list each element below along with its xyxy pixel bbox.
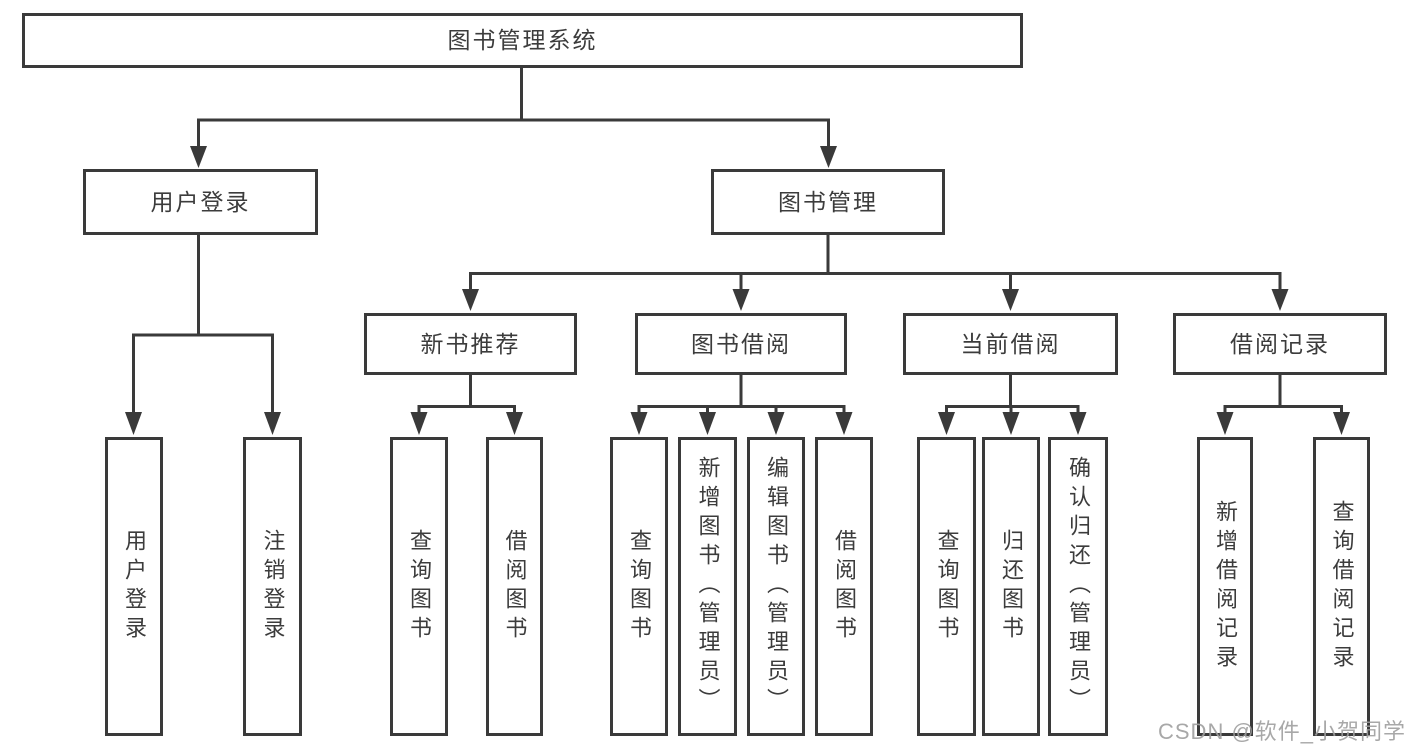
connector-new-book-recommend-children	[417, 375, 516, 413]
connector-book-borrowing-children	[637, 375, 846, 413]
csdn-watermark: CSDN @软件_小贺同学	[1158, 719, 1405, 744]
leaf-bb-borrow-book: 借阅图书	[815, 437, 873, 736]
leaf-bb-edit-book: 编辑图书（管理员）	[747, 437, 805, 736]
leaf-cb-confirm-return: 确认归还（管理员）	[1048, 437, 1108, 736]
arrowheads	[125, 146, 1350, 435]
connector-book-management-children	[469, 235, 1282, 290]
leaf-br-add-record-label: 新增借阅记录	[1213, 499, 1238, 674]
leaf-nb-query-book-label: 查询图书	[407, 528, 432, 645]
connector-borrowing-records-children	[1223, 375, 1343, 413]
node-new-book-recommend: 新书推荐	[364, 313, 577, 375]
leaf-bb-add-book-label: 新增图书（管理员）	[695, 456, 721, 717]
node-book-management: 图书管理	[711, 169, 945, 235]
leaf-cb-query-book: 查询图书	[917, 437, 976, 736]
leaf-bb-borrow-book-label: 借阅图书	[832, 528, 857, 645]
connector-root-to-level2	[197, 68, 830, 147]
leaf-nb-query-book: 查询图书	[390, 437, 448, 736]
leaf-nb-borrow-book-label: 借阅图书	[502, 528, 528, 645]
node-current-borrowing: 当前借阅	[903, 313, 1118, 375]
node-root: 图书管理系统	[22, 13, 1023, 68]
leaf-user-login-label: 用户登录	[122, 528, 147, 645]
node-borrowing-records-label: 借阅记录	[1230, 330, 1330, 357]
node-book-management-label: 图书管理	[778, 188, 878, 215]
connector-user-login-children	[132, 235, 274, 412]
leaf-bb-edit-book-label: 编辑图书（管理员）	[764, 456, 789, 717]
leaf-cb-confirm-return-label: 确认归还（管理员）	[1066, 456, 1091, 717]
node-borrowing-records: 借阅记录	[1173, 313, 1387, 375]
leaf-logout-label: 注销登录	[260, 528, 286, 645]
node-root-label: 图书管理系统	[447, 27, 598, 53]
node-user-login-label: 用户登录	[150, 188, 251, 215]
leaf-cb-return-book-label: 归还图书	[999, 528, 1024, 645]
connector-current-borrowing-children	[945, 375, 1080, 413]
leaf-cb-query-book-label: 查询图书	[934, 528, 960, 645]
leaf-user-login: 用户登录	[105, 437, 163, 736]
leaf-cb-return-book: 归还图书	[982, 437, 1040, 736]
leaf-logout: 注销登录	[243, 437, 302, 736]
node-new-book-recommend-label: 新书推荐	[420, 330, 521, 357]
leaf-bb-query-book-label: 查询图书	[627, 528, 652, 645]
node-book-borrowing-label: 图书借阅	[691, 330, 791, 357]
leaf-nb-borrow-book: 借阅图书	[486, 437, 543, 736]
leaf-br-query-record-label: 查询借阅记录	[1329, 499, 1355, 674]
leaf-bb-query-book: 查询图书	[610, 437, 668, 736]
leaf-br-query-record: 查询借阅记录	[1313, 437, 1370, 736]
leaf-br-add-record: 新增借阅记录	[1197, 437, 1253, 736]
leaf-bb-add-book: 新增图书（管理员）	[678, 437, 737, 736]
node-book-borrowing: 图书借阅	[635, 313, 847, 375]
node-current-borrowing-label: 当前借阅	[960, 330, 1061, 357]
node-user-login: 用户登录	[83, 169, 318, 235]
